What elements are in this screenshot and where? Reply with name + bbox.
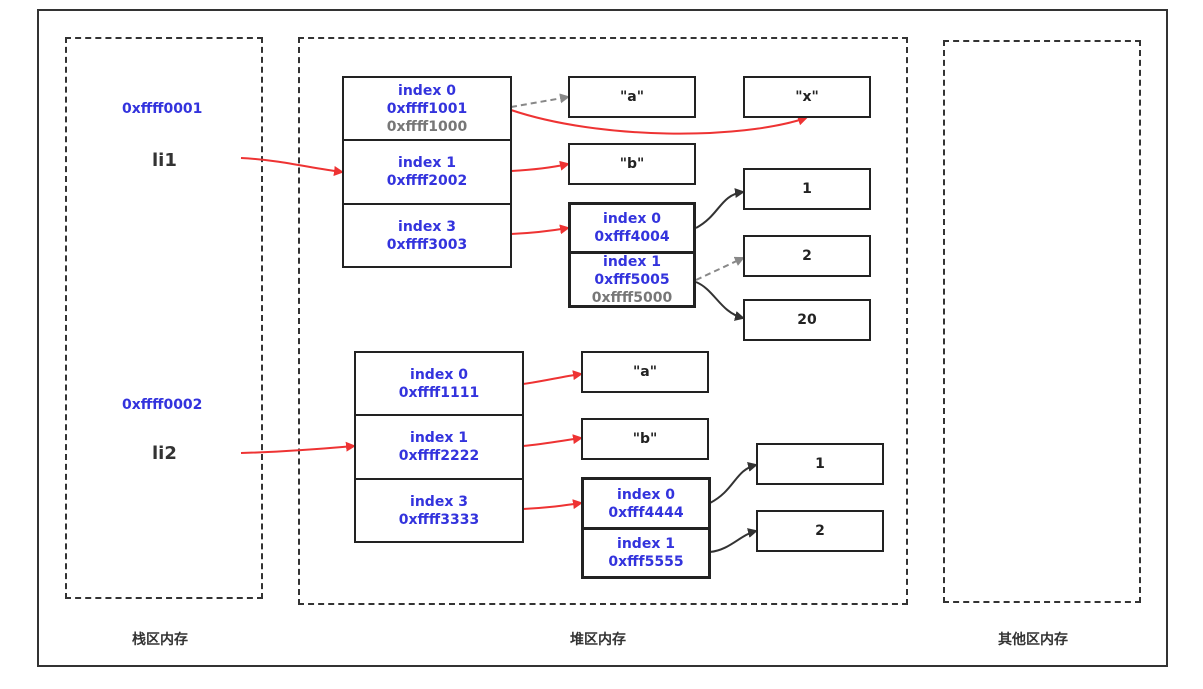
list2-index0-label: index 0 [410, 366, 468, 383]
arrow-sub1-1-old-to-2 [695, 256, 745, 281]
list2-value-a-box: "a" [581, 351, 709, 393]
arrow-sub2-0-to-1 [709, 461, 758, 504]
list2-value-a: "a" [632, 364, 658, 380]
value-2: 2 [802, 248, 812, 264]
arrow-list1-1-to-b [510, 160, 570, 172]
sub1-index1-old-address: 0xffff5000 [591, 289, 673, 306]
value-1-box: 1 [743, 168, 871, 210]
value-b-box: "b" [568, 143, 696, 185]
list2-value-1-box: 1 [756, 443, 884, 485]
stack-memory-region [65, 37, 263, 599]
sub2-index1-address: 0xfff5555 [608, 554, 684, 570]
value-a-box: "a" [568, 76, 696, 118]
sub1-index0-address: 0xfff4004 [594, 229, 670, 245]
sub1-index1-address: 0xfff5005 [594, 271, 670, 288]
sub2-index0-address: 0xfff4444 [608, 504, 684, 521]
li1-address: 0xffff0001 [122, 101, 203, 117]
sub1-index0-label: index 0 [603, 211, 661, 227]
li2-variable: li2 [152, 443, 177, 464]
list1-index0-cell: index 0 0xffff1001 0xffff1000 [342, 76, 512, 141]
list1-index1-cell: index 1 0xffff2002 [342, 139, 512, 205]
sub1-index1-cell: index 1 0xfff5005 0xffff5000 [568, 251, 696, 308]
sub2-index0-label: index 0 [617, 486, 675, 503]
value-20-box: 20 [743, 299, 871, 341]
value-20: 20 [797, 312, 817, 328]
li2-address: 0xffff0002 [122, 397, 203, 413]
list2-index1-address: 0xffff2222 [398, 448, 480, 464]
li1-variable: li1 [152, 150, 177, 171]
list2-index1-cell: index 1 0xffff2222 [354, 414, 524, 480]
sub1-index1-label: index 1 [603, 253, 661, 270]
sub2-index1-cell: index 1 0xfff5555 [581, 527, 711, 579]
diagram-frame [37, 9, 1168, 667]
list2-index1-label: index 1 [410, 430, 468, 446]
stack-region-label: 栈区内存 [132, 632, 188, 648]
list2-index3-cell: index 3 0xffff3333 [354, 478, 524, 543]
list2-value-1: 1 [815, 456, 825, 472]
list2-value-2-box: 2 [756, 510, 884, 552]
arrow-sub1-0-to-1 [695, 188, 745, 229]
list1-index3-cell: index 3 0xffff3003 [342, 203, 512, 268]
list1-index0-label: index 0 [398, 82, 456, 99]
value-b: "b" [619, 156, 645, 172]
arrow-list2-3-to-sub [522, 499, 583, 510]
arrow-list1-0-old-to-a [510, 93, 570, 108]
other-region-label: 其他区内存 [998, 632, 1068, 648]
list2-index0-cell: index 0 0xffff1111 [354, 351, 524, 416]
list2-index3-address: 0xffff3333 [398, 511, 480, 528]
value-2-box: 2 [743, 235, 871, 277]
list2-value-b-box: "b" [581, 418, 709, 460]
list2-value-2: 2 [815, 523, 825, 539]
arrow-li1-to-list1 [240, 157, 344, 176]
arrow-sub1-1-to-20 [695, 281, 745, 321]
list2-value-b: "b" [632, 431, 658, 447]
sub2-index0-cell: index 0 0xfff4444 [581, 477, 711, 530]
list1-index0-old-address: 0xffff1000 [386, 118, 468, 135]
sub2-index1-label: index 1 [617, 536, 675, 552]
value-a: "a" [619, 89, 645, 105]
list1-index3-address: 0xffff3003 [386, 236, 468, 253]
arrow-list2-1-to-b [522, 434, 583, 447]
value-x: "x" [795, 89, 819, 105]
other-memory-region [943, 40, 1141, 603]
arrow-sub2-1-to-2 [709, 528, 758, 553]
heap-region-label: 堆区内存 [570, 632, 626, 648]
heap-memory-region [298, 37, 908, 605]
list1-index1-label: index 1 [398, 155, 456, 171]
list2-index0-address: 0xffff1111 [398, 384, 480, 401]
list1-index1-address: 0xffff2002 [386, 173, 468, 189]
list2-index3-label: index 3 [410, 493, 468, 510]
value-1: 1 [802, 181, 812, 197]
arrow-list1-3-to-sub [510, 224, 570, 235]
sub1-index0-cell: index 0 0xfff4004 [568, 202, 696, 254]
value-x-box: "x" [743, 76, 871, 118]
arrow-list1-0-to-x [510, 109, 808, 135]
arrow-li2-to-list2 [240, 441, 356, 454]
list1-index3-label: index 3 [398, 218, 456, 235]
arrow-list2-0-to-a [522, 370, 583, 385]
list1-index0-address: 0xffff1001 [386, 100, 468, 117]
